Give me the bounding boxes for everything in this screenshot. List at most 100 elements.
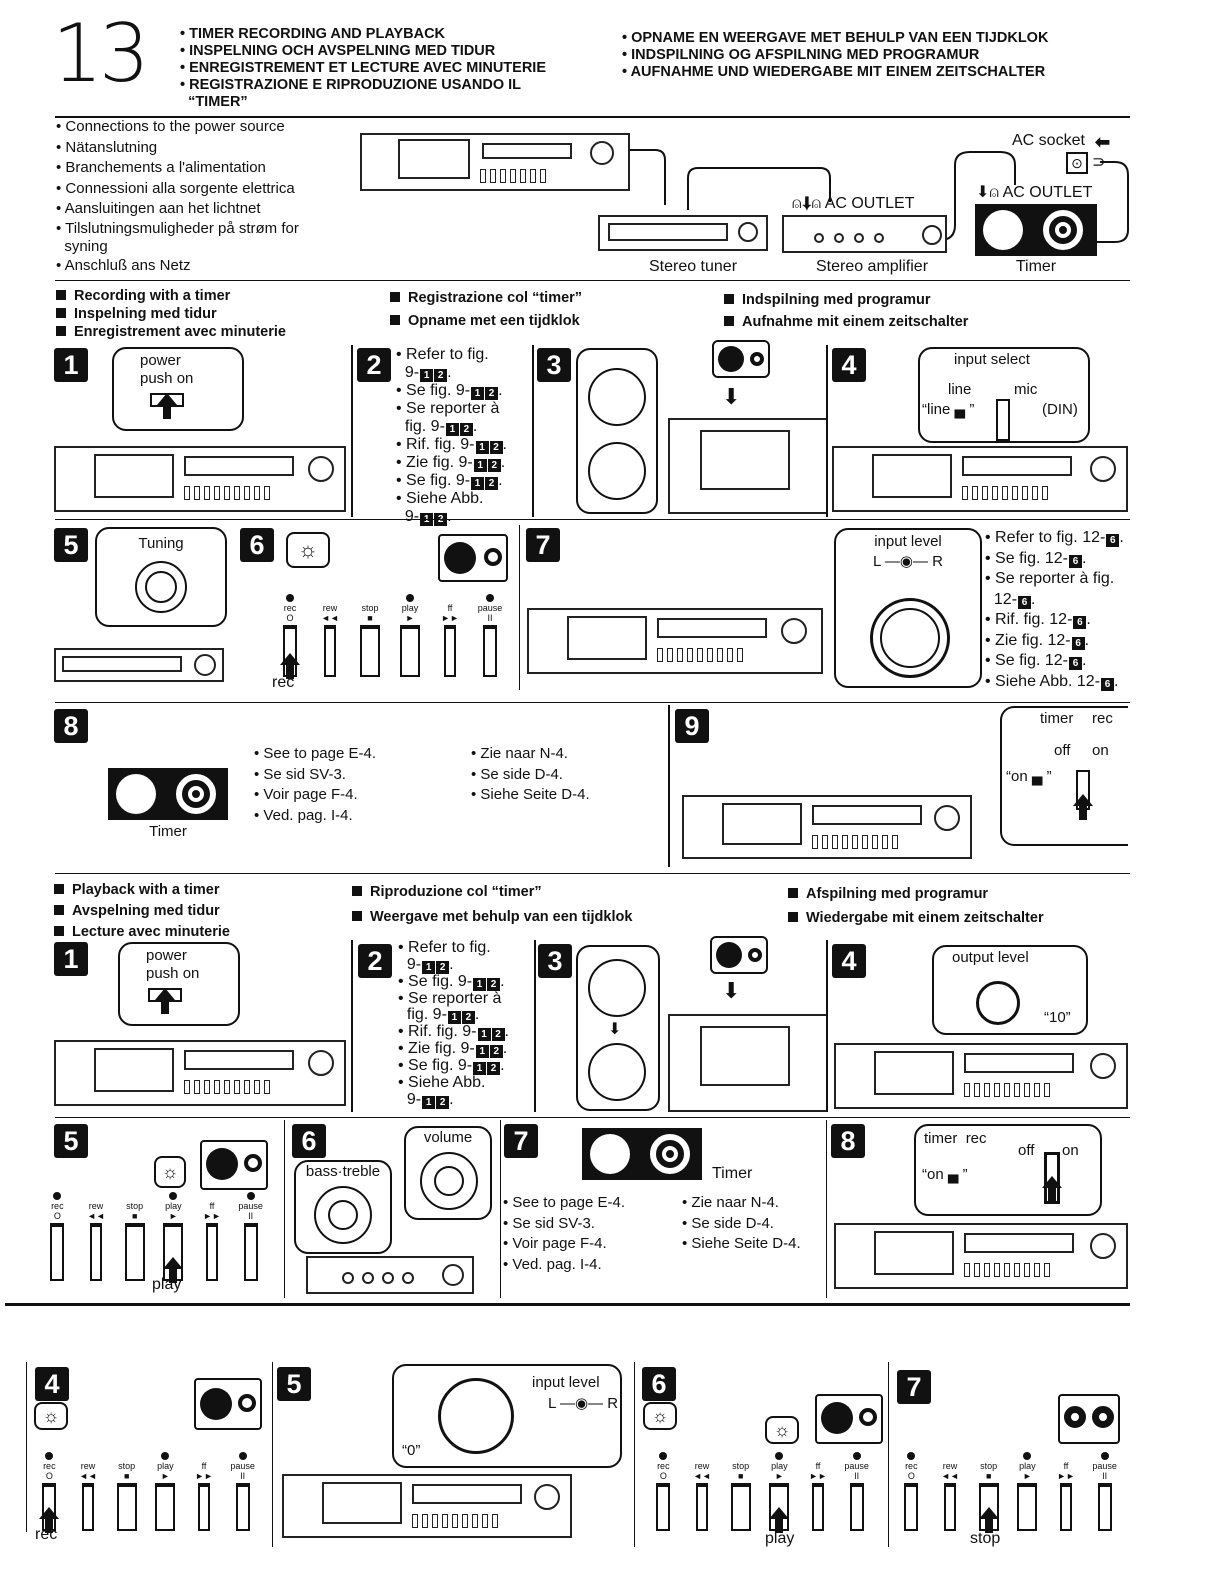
- header-divider: [55, 116, 1130, 118]
- key-face[interactable]: [324, 625, 336, 677]
- cassette-icon: [710, 936, 768, 974]
- key-face[interactable]: [656, 1483, 671, 1531]
- transport-key-3[interactable]: play►: [760, 1452, 799, 1533]
- key-face[interactable]: [360, 625, 380, 677]
- transport-key-4[interactable]: ff►►: [1047, 1452, 1086, 1531]
- key-face[interactable]: [89, 1223, 102, 1281]
- step-badge-2: 2: [357, 348, 391, 382]
- pressed-key-caption: rec: [272, 674, 295, 691]
- timer-illustration: [108, 768, 228, 820]
- ac-socket-label: AC socket: [1012, 132, 1085, 149]
- transport-key-1[interactable]: rew◄◄: [310, 594, 350, 677]
- key-face[interactable]: [163, 1223, 184, 1283]
- arrow-up-icon: [978, 1507, 999, 1533]
- rec-label: rec: [1092, 710, 1113, 727]
- output-level-callout: output level “10”: [932, 945, 1088, 1035]
- transport-key-3[interactable]: play►: [154, 1192, 193, 1283]
- key-label: stop: [118, 1461, 136, 1471]
- transport-key-1[interactable]: rew◄◄: [683, 1452, 722, 1531]
- key-face[interactable]: [280, 625, 300, 679]
- list-item: syning: [64, 237, 108, 255]
- key-face[interactable]: [811, 1483, 824, 1531]
- input-level-knob-icon: [438, 1378, 514, 1454]
- list-item: • Anschluß ans Netz: [56, 256, 191, 274]
- tab-detail-callout: [576, 348, 658, 514]
- transport-key-3[interactable]: play►: [146, 1452, 185, 1531]
- plug-icon: ⊃: [1092, 154, 1106, 171]
- key-face[interactable]: [444, 625, 456, 677]
- transport-key-1[interactable]: rew◄◄: [77, 1192, 116, 1281]
- transport-key-2[interactable]: stop■: [107, 1452, 146, 1531]
- transport-key-2[interactable]: stop■: [350, 594, 390, 677]
- transport-key-4[interactable]: ff►►: [185, 1452, 224, 1531]
- key-face[interactable]: [205, 1223, 218, 1281]
- input-select-label: input select: [954, 351, 1030, 368]
- key-symbol: ■: [367, 613, 373, 623]
- ref-line: • Voir page F-4.: [254, 786, 358, 803]
- title-line: • AUFNAHME UND WIEDERGABE MIT EINEM ZEIT…: [622, 64, 1046, 80]
- transport-key-4[interactable]: ff►►: [193, 1192, 232, 1281]
- key-face[interactable]: [400, 625, 420, 677]
- key-face[interactable]: [769, 1483, 790, 1533]
- transport-key-3[interactable]: play►: [1008, 1452, 1047, 1531]
- key-face[interactable]: [155, 1483, 176, 1531]
- ref-line: • Se fig. 12-6.: [985, 549, 1087, 568]
- indicator-dot: [238, 1452, 247, 1460]
- transport-key-1[interactable]: rew◄◄: [931, 1452, 970, 1531]
- key-face[interactable]: [943, 1483, 956, 1531]
- key-face[interactable]: [50, 1223, 65, 1281]
- key-face[interactable]: [235, 1483, 250, 1531]
- section-heading: Inspelning med tidur: [56, 305, 286, 323]
- list-item: • Connessioni alla sorgente elettrica: [56, 179, 295, 197]
- playback-headings-col2: Riproduzione col “timer” Weergave met be…: [352, 880, 632, 930]
- key-face[interactable]: [1059, 1483, 1072, 1531]
- key-face[interactable]: [116, 1483, 137, 1531]
- cassette-deck-illustration: [54, 1040, 346, 1106]
- transport-key-1[interactable]: rew◄◄: [69, 1452, 108, 1531]
- arrow-left-icon: ⬅: [1095, 132, 1111, 152]
- key-face[interactable]: [978, 1483, 999, 1533]
- power-label: power: [140, 352, 181, 369]
- key-face[interactable]: [695, 1483, 708, 1531]
- indicator-dot: [161, 1452, 170, 1460]
- transport-key-2[interactable]: stop■: [969, 1452, 1008, 1533]
- key-face[interactable]: [197, 1483, 210, 1531]
- key-face[interactable]: [730, 1483, 751, 1531]
- key-face[interactable]: [1097, 1483, 1112, 1531]
- transport-key-4[interactable]: ff►►: [430, 594, 470, 677]
- transport-key-3[interactable]: play►: [390, 594, 430, 677]
- key-face[interactable]: [81, 1483, 94, 1531]
- key-label: play: [1019, 1461, 1036, 1471]
- divider: [55, 519, 1130, 520]
- transport-key-4[interactable]: ff►►: [799, 1452, 838, 1531]
- key-face[interactable]: [243, 1223, 258, 1281]
- pb-step7-refs-col2: • Zie naar N-4. • Se side D-4. • Siehe S…: [682, 1193, 801, 1255]
- power-cables: [630, 149, 1129, 243]
- transport-key-2[interactable]: stop■: [721, 1452, 760, 1531]
- ref-line: • Siehe Seite D-4.: [682, 1235, 801, 1252]
- key-face[interactable]: [124, 1223, 145, 1281]
- key-face[interactable]: [39, 1483, 60, 1533]
- step-badge-4: 4: [832, 944, 866, 978]
- key-face[interactable]: [904, 1483, 919, 1531]
- transport-key-2[interactable]: stop■: [115, 1192, 154, 1281]
- key-face[interactable]: [483, 625, 497, 677]
- key-label: pause: [1092, 1461, 1117, 1471]
- key-face[interactable]: [1017, 1483, 1038, 1531]
- step-badge-3: 3: [538, 944, 572, 978]
- key-face[interactable]: [849, 1483, 864, 1531]
- bass-treble-callout: bass·treble: [294, 1160, 392, 1254]
- arrow-down-icon: ⬇: [722, 978, 741, 1003]
